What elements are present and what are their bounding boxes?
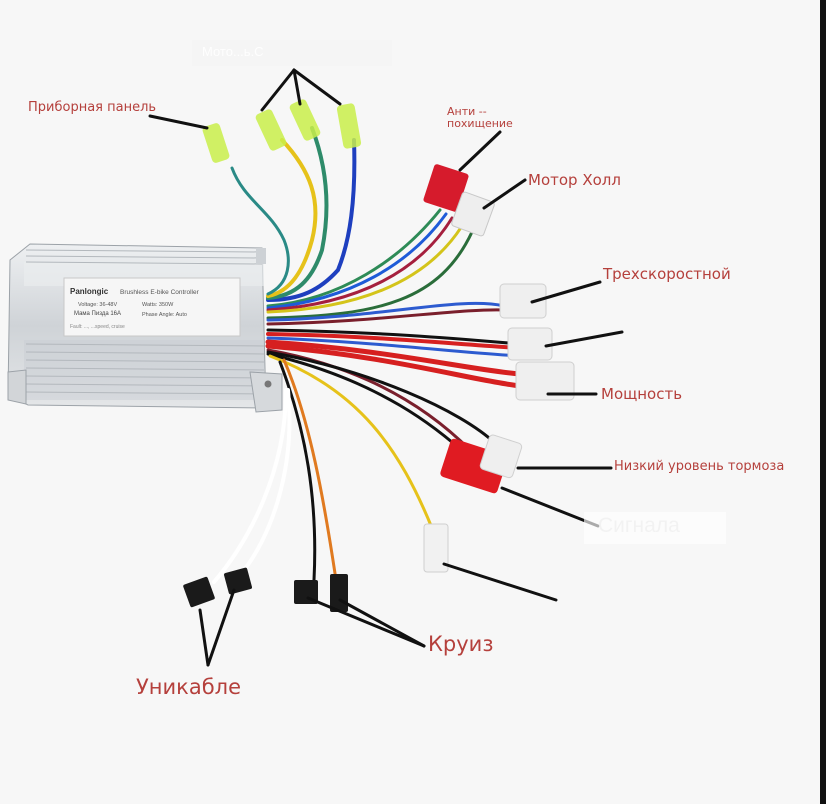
controller-watts: Watts: 350W: [142, 302, 174, 308]
label-anti-theft: Анти -- похищение: [447, 105, 513, 130]
controller-box: Panlongic Brushless E-bike Controller Vo…: [7, 243, 283, 413]
controller-brand: Panlongic: [70, 287, 109, 296]
label-power: Мощность: [601, 385, 683, 403]
controller-current: Мама Пизда 16A: [74, 311, 121, 317]
label-signal-obscured: Сигнала: [598, 514, 680, 537]
label-three-speed: Трехскоростной: [603, 265, 731, 283]
controller-phase: Phase Angle: Auto: [142, 312, 187, 318]
connectors: [183, 99, 575, 612]
label-motor-obscured: Мото...ь.С: [202, 44, 264, 59]
label-low-brake: Низкий уровень тормоза: [614, 459, 785, 474]
controller-footer: Fault: ..., ...speed, cruise: [70, 324, 125, 330]
label-dashboard: Приборная панель: [28, 100, 157, 115]
label-cruise: Круиз: [428, 632, 494, 656]
controller-voltage: Voltage: 36-48V: [78, 302, 117, 308]
right-edge-strip: [820, 0, 826, 804]
pointer-lines: [148, 68, 624, 667]
label-unicable: Уникабле: [136, 675, 242, 699]
label-motor-hall: Мотор Холл: [528, 171, 621, 189]
controller-title: Brushless E-bike Controller: [120, 289, 200, 296]
